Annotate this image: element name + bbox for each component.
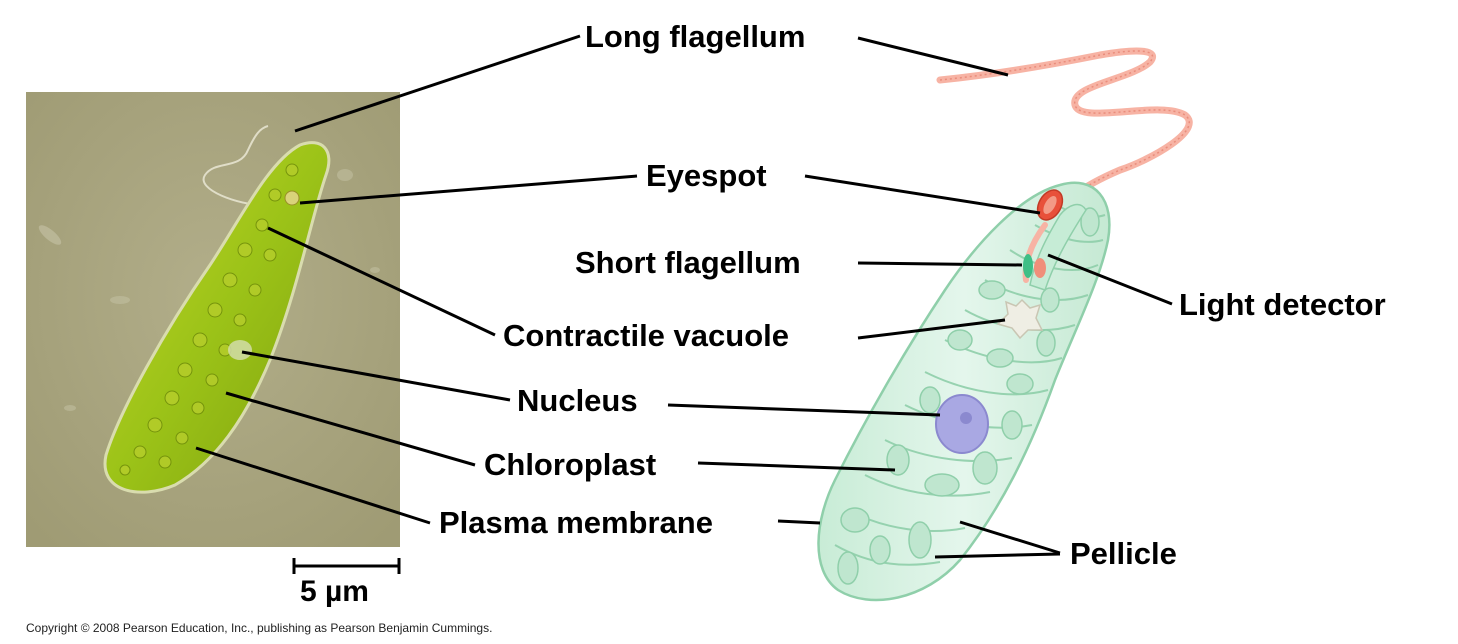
scale-bar-label: 5 µm xyxy=(300,575,369,608)
chloroplasts-drawing xyxy=(837,207,1100,585)
copyright-notice: Copyright © 2008 Pearson Education, Inc.… xyxy=(26,621,493,635)
euglena-illustration xyxy=(817,47,1193,602)
label-contractile-vacuole: Contractile vacuole xyxy=(503,318,789,353)
light-detector-drawing xyxy=(1034,258,1046,278)
label-eyespot: Eyespot xyxy=(646,158,767,193)
nucleus-drawing xyxy=(935,394,989,454)
euglena-body xyxy=(817,181,1111,602)
contractile-vacuole-drawing xyxy=(996,298,1044,340)
label-long-flagellum: Long flagellum xyxy=(585,19,806,54)
label-chloroplast: Chloroplast xyxy=(484,447,657,482)
label-nucleus: Nucleus xyxy=(517,383,638,418)
scale-bar xyxy=(292,558,401,574)
label-short-flagellum: Short flagellum xyxy=(575,245,801,280)
label-light-detector: Light detector xyxy=(1179,287,1386,322)
label-pellicle: Pellicle xyxy=(1070,536,1177,571)
micrograph xyxy=(26,92,400,547)
label-plasma-membrane: Plasma membrane xyxy=(439,505,713,540)
leader-lines xyxy=(195,34,1173,559)
